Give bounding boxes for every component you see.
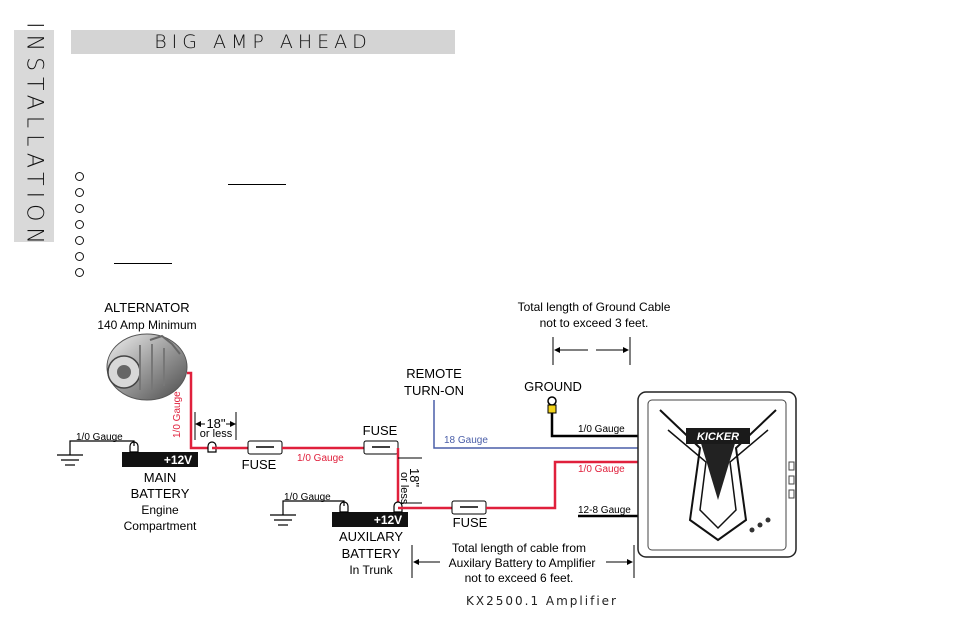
- main-battery-label-1: MAIN: [144, 470, 177, 485]
- aux-ground-gauge: 1/0 Gauge: [284, 492, 331, 503]
- fuse-main-label: FUSE: [242, 457, 277, 472]
- cable-note-2: Auxilary Battery to Amplifier: [449, 556, 596, 570]
- checklist-item[interactable]: [75, 184, 84, 200]
- cable-note-3: not to exceed 6 feet.: [465, 571, 574, 585]
- sidebar-section-bar: [14, 30, 54, 242]
- footer-model: KX2500.1 Amplifier: [466, 594, 618, 608]
- main-battery-terminal: +12V: [164, 453, 192, 467]
- cable-note-1: Total length of cable from: [452, 541, 586, 555]
- checklist-item[interactable]: [75, 200, 84, 216]
- fuse-aux-icon: [451, 500, 487, 515]
- page-title: BIG AMP AHEAD: [154, 31, 372, 53]
- checklist-item[interactable]: [75, 232, 84, 248]
- aux-ground-wire: [282, 500, 345, 515]
- remote-wire: [433, 400, 642, 449]
- fuse-main-icon: [247, 440, 283, 455]
- distance-aux-note: or less: [398, 472, 410, 505]
- checklist-underline: [114, 263, 172, 264]
- checkbox-circle-icon: [75, 235, 84, 245]
- footer: KX2500.1 Amplifier: [0, 594, 954, 608]
- alternator-wire-gauge-label: 1/0 Gauge: [172, 391, 183, 438]
- remote-wire-gauge: 18 Gauge: [444, 435, 488, 446]
- checklist-item[interactable]: [75, 168, 84, 184]
- checkbox-circle-icon: [75, 219, 84, 229]
- ground-note-2: not to exceed 3 feet.: [540, 316, 649, 330]
- amp-ground-wire: [550, 413, 642, 438]
- distance-aux-value: 18": [407, 468, 422, 487]
- alternator-label: ALTERNATOR: [104, 300, 189, 315]
- page-title-bar: BIG AMP AHEAD: [71, 30, 455, 54]
- checklist-item[interactable]: [75, 216, 84, 232]
- aux-ground-symbol-icon: [270, 514, 296, 526]
- main-ground-gauge: 1/0 Gauge: [76, 432, 123, 443]
- amplifier-icon: [637, 391, 797, 558]
- checkbox-circle-icon: [75, 187, 84, 197]
- main-battery-sub-2: Compartment: [124, 519, 197, 533]
- checkbox-circle-icon: [75, 203, 84, 213]
- remote-label-1: REMOTE: [406, 366, 462, 381]
- amp-ground-gauge: 1/0 Gauge: [578, 424, 625, 435]
- remote-label-2: TURN-ON: [404, 383, 464, 398]
- run-wire-gauge: 1/0 Gauge: [297, 453, 344, 464]
- aux-battery-sub: In Trunk: [349, 563, 393, 577]
- main-battery-label-2: BATTERY: [131, 486, 190, 501]
- ground-label: GROUND: [524, 379, 582, 394]
- amp-brand-label: KICKER: [697, 431, 739, 443]
- amp-power-wire: [486, 460, 642, 510]
- checklist-item[interactable]: [75, 264, 84, 280]
- fuse-middle-label: FUSE: [363, 423, 398, 438]
- distance-main-value: 18": [206, 416, 225, 431]
- aux-battery-label-1: AUXILARY: [339, 529, 403, 544]
- ring-terminal-icon: [547, 396, 557, 414]
- checkbox-circle-icon: [75, 171, 84, 181]
- checklist-underline: [228, 184, 286, 185]
- ground-note-1: Total length of Ground Cable: [518, 300, 671, 314]
- main-battery-sub-1: Engine: [141, 503, 179, 517]
- fuse-middle-icon: [363, 440, 399, 455]
- fuse-aux-label: FUSE: [453, 515, 488, 530]
- main-ground-symbol-icon: [57, 454, 83, 466]
- checkbox-circle-icon: [75, 267, 84, 277]
- main-ground-wire: [69, 440, 135, 455]
- alternator-power-wire: [187, 371, 213, 450]
- distance-main-note: or less: [200, 428, 233, 440]
- checkbox-circle-icon: [75, 251, 84, 261]
- speaker-wire-gauge: 12-8 Gauge: [578, 505, 631, 516]
- amp-power-gauge: 1/0 Gauge: [578, 464, 625, 475]
- aux-battery-label-2: BATTERY: [342, 546, 401, 561]
- aux-battery-terminal: +12V: [374, 513, 402, 527]
- alternator-sublabel: 140 Amp Minimum: [97, 318, 196, 332]
- checklist: [75, 168, 84, 280]
- alternator-icon: [106, 333, 188, 401]
- checklist-item[interactable]: [75, 248, 84, 264]
